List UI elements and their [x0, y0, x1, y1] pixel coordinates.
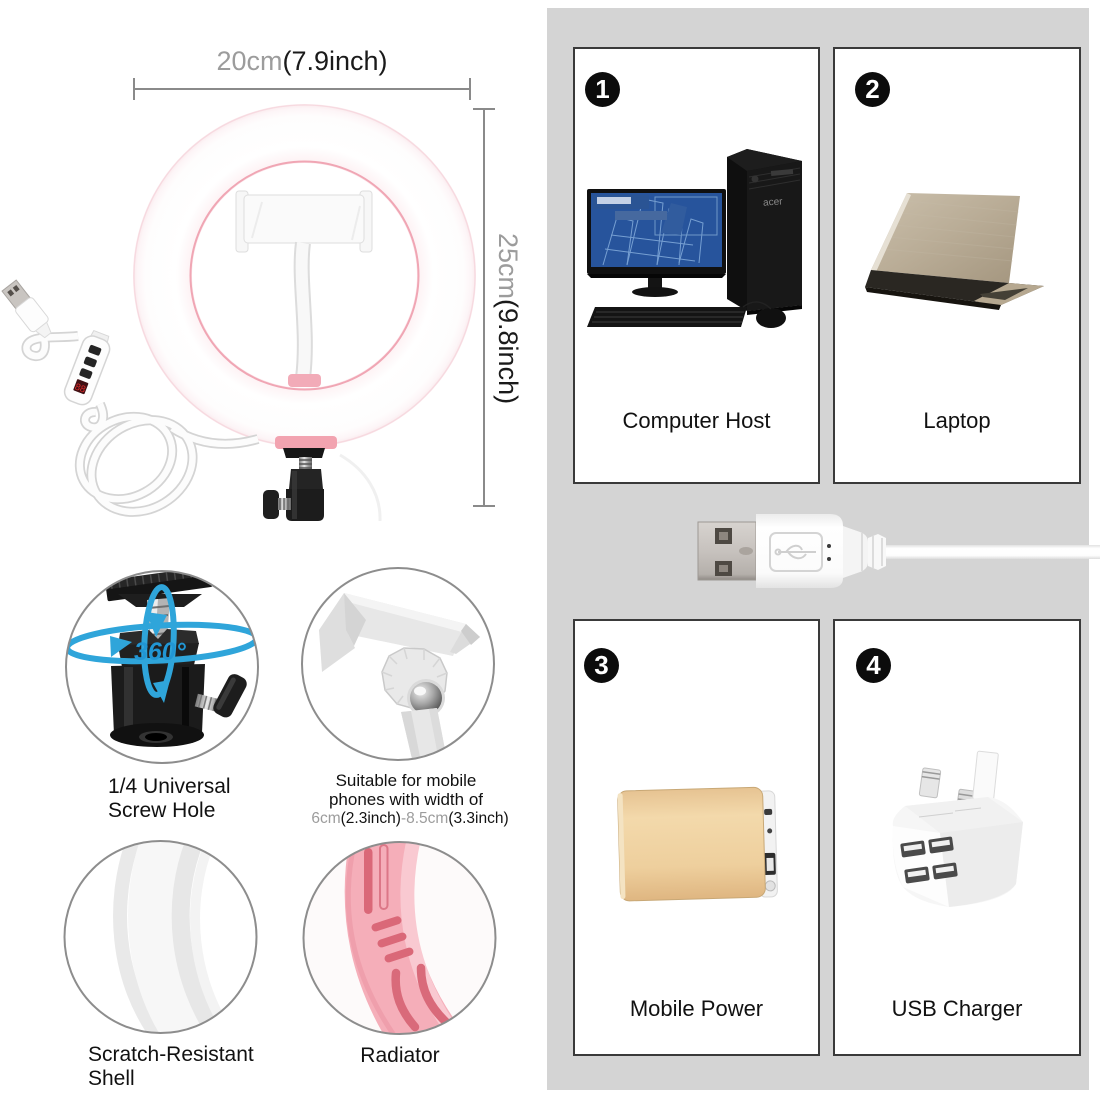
svg-text:360°: 360° [134, 638, 187, 666]
svg-text:88: 88 [73, 382, 87, 396]
svg-text:acer: acer [763, 196, 784, 208]
